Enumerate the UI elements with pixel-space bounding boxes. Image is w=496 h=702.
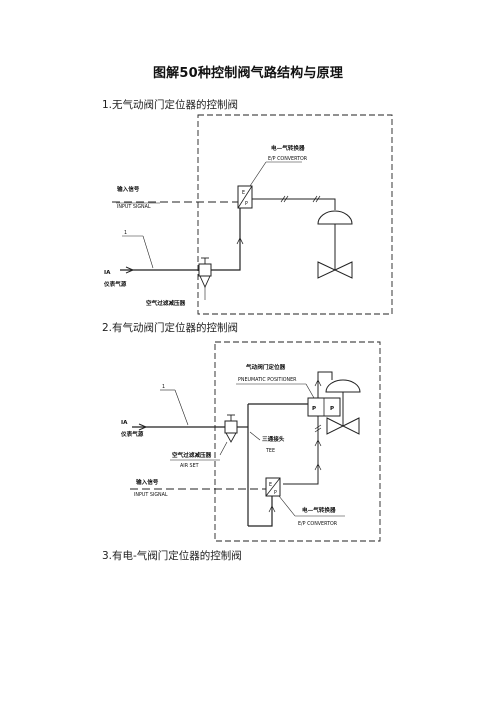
diagram2-tee-cn: 三通接头 (262, 435, 285, 443)
diagram2-valve-right (341, 417, 360, 435)
diagram1-ep-diagonal (237, 185, 253, 209)
diagram2-actuator (325, 379, 361, 393)
diagram1-ep-leader (249, 161, 267, 187)
document-title: 图解50种控制阀气路结构与原理 (152, 66, 344, 81)
diagram2-positioner-p1: P (312, 406, 316, 412)
diagram2-ep-p: P (274, 490, 277, 496)
diagram2-input-cn: 输入信号 (136, 478, 159, 486)
diagram1-actuator (317, 210, 353, 225)
section-heading-2: 2.有气动阀门定位器的控制阀 (102, 322, 239, 334)
diagram1-ep-e: E (242, 190, 245, 196)
diagram2-signal-arrow-2 (314, 463, 322, 471)
diagram2-air-to-ep (248, 494, 273, 527)
diagram2-airset-cn: 空气过滤减压器 (172, 451, 212, 459)
diagram1-filter-cn: 空气过滤减压器 (146, 299, 186, 307)
diagram2-signal-hash-1 (314, 424, 322, 430)
diagram2-boundary (214, 341, 381, 542)
diagram2-ep-leader (278, 495, 296, 517)
diagram2-airset-body (224, 420, 238, 434)
diagram1-air-line-to-ep (211, 208, 241, 271)
diagram2-positioner-cn: 气动阀门定位器 (245, 363, 286, 371)
diagram2-air-arrow (138, 423, 148, 431)
diagram1-input-cn: 输入信号 (117, 185, 140, 193)
diagram2-signal-tube (283, 416, 319, 485)
diagram2-positioner-p2: P (330, 406, 334, 412)
diagram2-signal-arrow-1 (314, 439, 322, 447)
diagram2-tee-leader (249, 431, 261, 441)
diagram2-line-number-leader (174, 389, 189, 426)
diagram2-tee-en: TEE (265, 448, 275, 454)
diagram1-line-number: 1 (124, 230, 127, 236)
diagram2-airset-en: AIR SET (180, 463, 199, 469)
diagram1-ia-cn: 仪表气源 (103, 280, 127, 288)
diagram2-ep-en: E/P CONVERTOR (298, 521, 338, 527)
diagram1-ep-p: P (245, 201, 248, 207)
diagram2-ia-cn: 仪表气源 (120, 430, 144, 438)
diagram2-ia: IA (121, 420, 128, 426)
diagram1-ep-cn: 电—气转换器 (271, 144, 305, 152)
diagram2-airset-leader (219, 441, 228, 456)
section-heading-3: 3.有电-气阀门定位器的控制阀 (102, 550, 242, 562)
diagram2-ep-cn: 电—气转换器 (302, 506, 336, 514)
diagram1-hash-1 (280, 195, 286, 203)
diagram1-air-arrow-up (236, 237, 244, 245)
diagram2-positioner-leader (305, 383, 315, 399)
diagram1-air-arrow (125, 266, 135, 274)
diagram1-filter-bowl (199, 275, 211, 289)
diagram2-valve-left (326, 417, 345, 435)
diagram1-ia: IA (104, 270, 111, 276)
diagram1-hash-2 (283, 195, 289, 203)
diagram2-positioner-en: PNEUMATIC POSITIONER (238, 377, 297, 383)
diagram1-line-number-leader (142, 235, 154, 269)
diagram1-hash-4 (315, 195, 321, 203)
diagram1-valve-right (333, 261, 353, 279)
diagram2-line-number: 1 (162, 384, 165, 390)
diagram2-ep-e: E (269, 482, 272, 488)
diagram1-valve-left (317, 261, 337, 279)
diagram2-output-arrow (314, 379, 322, 387)
section-heading-1: 1.无气动阀门定位器的控制阀 (102, 99, 239, 111)
diagram1-boundary (197, 114, 393, 315)
diagram2-ep-diagonal (265, 477, 281, 497)
diagram1-input-en: INPUT SIGNAL (117, 204, 151, 210)
diagram2-input-en: INPUT SIGNAL (134, 492, 168, 498)
diagram2-airset-bowl (225, 432, 237, 443)
diagram2-air-to-ep-arrow (268, 505, 276, 513)
diagram2-output-tube (317, 371, 333, 398)
diagram2-signal-hash-2 (314, 427, 322, 433)
diagram1-hash-3 (312, 195, 318, 203)
diagram1-ep-en: E/P CONVERTOR (268, 156, 308, 162)
diagram1-signal-to-actuator (252, 198, 336, 210)
